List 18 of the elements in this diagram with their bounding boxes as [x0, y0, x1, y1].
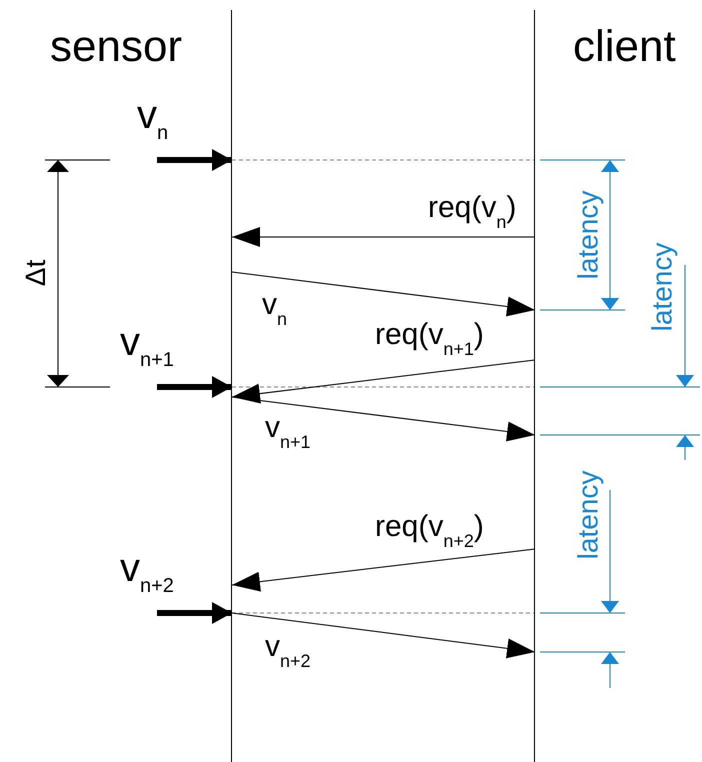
arrow: [232, 360, 536, 404]
arrow: [157, 602, 232, 624]
arrow: [232, 548, 536, 592]
dimension-label: latency: [648, 242, 676, 332]
edge-label: req(v$_{n+2}$): [375, 512, 484, 550]
lifeline-heading: client: [573, 25, 676, 69]
arrow: [232, 396, 536, 442]
edge-label: req(v$_{n+1}$): [375, 320, 484, 358]
arrow: [232, 272, 536, 316]
arrow: [157, 149, 232, 171]
arrow: [232, 612, 536, 658]
dimension-label: latency: [574, 190, 602, 280]
edge-label: req(v$_{n}$): [428, 193, 516, 231]
dimension-label: Δt: [22, 260, 50, 286]
lifeline-heading: sensor: [50, 25, 182, 69]
dimension-label: latency: [574, 470, 602, 560]
arrow: [232, 227, 536, 247]
arrow: [157, 376, 232, 398]
